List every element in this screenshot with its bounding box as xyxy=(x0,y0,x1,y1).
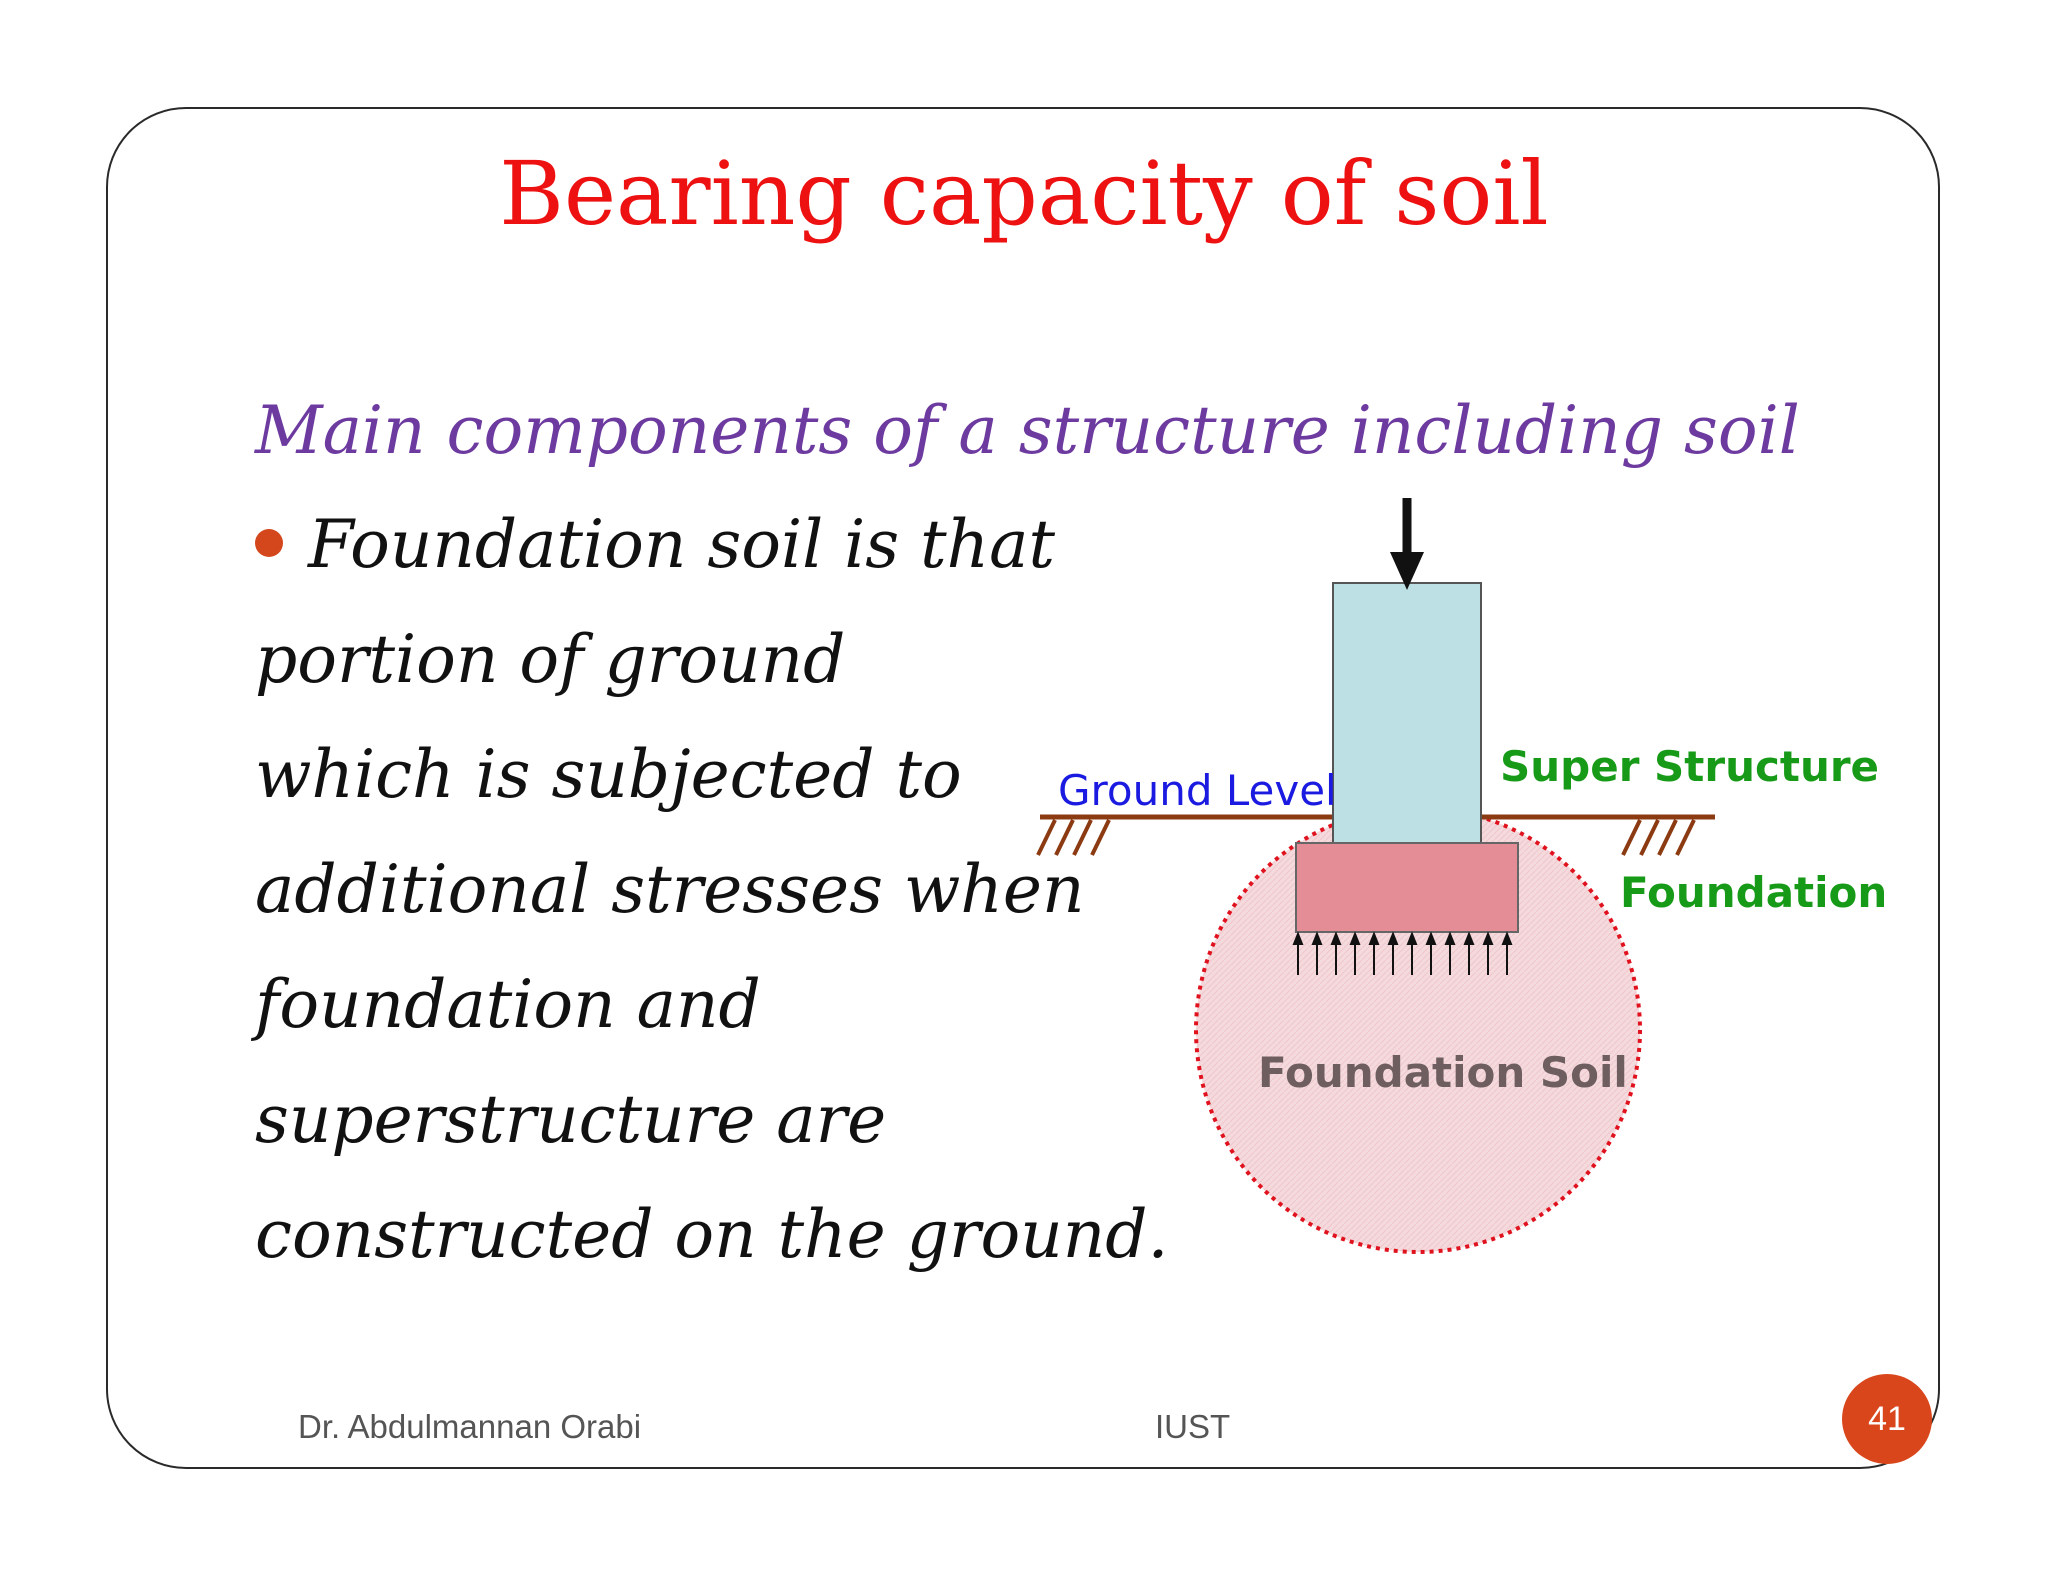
slide-title: Bearing capacity of soil xyxy=(499,142,1549,245)
slide-subtitle: Main components of a structure including… xyxy=(255,392,1800,469)
foundation-label: Foundation xyxy=(1620,868,1888,917)
bullet-text-line-6: superstructure are xyxy=(255,1081,887,1158)
bullet-text-line-5: foundation and xyxy=(255,966,761,1043)
bullet-text-line-7: constructed on the ground. xyxy=(255,1196,1169,1273)
bullet-text-line-2: portion of ground xyxy=(255,621,846,698)
ground-hatch-right xyxy=(1621,819,1696,856)
ground-hatch-left xyxy=(1036,819,1111,856)
footer-author: Dr. Abdulmannan Orabi xyxy=(298,1408,642,1445)
super-structure-label: Super Structure xyxy=(1500,742,1880,791)
slide-frame xyxy=(106,107,1940,1469)
super-structure-column xyxy=(1332,582,1482,844)
page-number-badge: 41 xyxy=(1842,1374,1932,1464)
soil-reaction-arrows xyxy=(1292,931,1513,975)
footer-institution: IUST xyxy=(1155,1408,1231,1445)
bullet-icon xyxy=(255,529,283,557)
bullet-text-line-3: which is subjected to xyxy=(255,736,962,813)
bullet-text-line-1: Foundation soil is that xyxy=(308,506,1056,583)
bullet-text-line-4: additional stresses when xyxy=(255,851,1085,928)
foundation-soil-label: Foundation Soil xyxy=(1258,1048,1628,1097)
footing xyxy=(1295,842,1519,933)
ground-level-label: Ground Level xyxy=(1058,766,1337,815)
load-arrow-head xyxy=(1390,552,1424,590)
